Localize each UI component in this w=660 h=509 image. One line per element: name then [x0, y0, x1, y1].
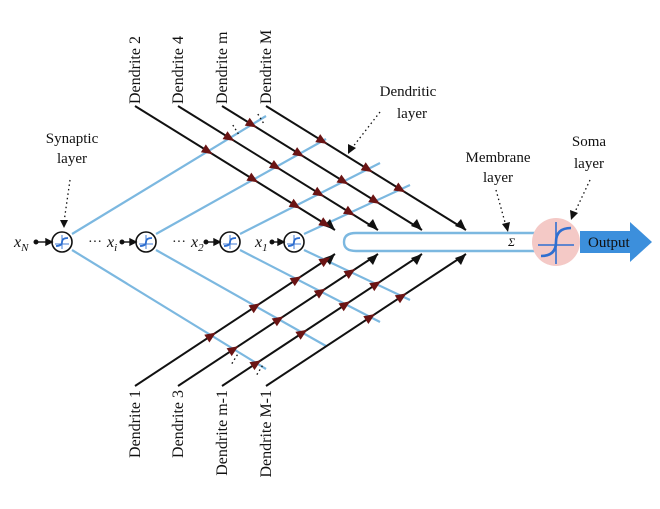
input-arrows	[33, 237, 286, 247]
synapse-marker	[248, 303, 261, 314]
dendritic-layer-label: layer	[397, 106, 427, 122]
synapse-marker	[393, 182, 406, 193]
dendrite-labels-bottom: Dendrite 1 Dendrite 3 Dendrite m-1 Dendr…	[127, 390, 275, 478]
synapse-marker	[269, 160, 281, 170]
soma-layer-label: layer	[574, 156, 604, 172]
synapse-node-x1	[283, 231, 305, 253]
leader-arrowheads	[60, 144, 578, 232]
ellipsis: ···	[88, 235, 102, 250]
synapse-marker	[204, 332, 216, 343]
membrane-layer-label: Membrane	[466, 150, 531, 166]
synapse-marker	[288, 198, 301, 209]
synapse-marker	[295, 329, 308, 340]
dendrite-label: Dendrite m	[214, 31, 231, 104]
synapse-marker	[336, 174, 349, 185]
arrowhead	[411, 219, 422, 230]
synapse-marker	[369, 281, 381, 292]
sigma-symbol: Σ	[507, 235, 515, 249]
soma-layer	[532, 218, 652, 266]
dendritic-layer-label: Dendritic	[380, 84, 437, 100]
arrowhead	[411, 254, 422, 265]
connection-line	[71, 115, 267, 235]
dendrite-label: Dendrite m-1	[214, 390, 231, 476]
synaptic-connections	[71, 115, 411, 370]
dendrite-label: Dendrite 1	[127, 390, 144, 458]
dendrite-label: Dendrite 4	[170, 36, 187, 104]
synaptic-layer-label: Synaptic	[46, 131, 99, 147]
output-arrow	[580, 222, 652, 262]
synapse-marker	[222, 131, 235, 141]
synapse-marker	[368, 194, 380, 204]
connection-line	[155, 249, 327, 347]
synapse-node-xN	[51, 231, 73, 253]
synapse-marker	[312, 186, 325, 197]
membrane-layer	[342, 231, 540, 253]
connection-line	[239, 249, 381, 323]
arrowhead	[367, 219, 378, 230]
synapse-marker	[249, 360, 262, 371]
input-label-x1: x1	[254, 234, 268, 254]
arrowhead	[455, 254, 466, 265]
dendrite-labels-top: Dendrite 2 Dendrite 4 Dendrite m Dendrit…	[127, 30, 275, 104]
input-label-xi: xi	[106, 234, 117, 254]
synapse-marker	[271, 316, 284, 327]
connection-line	[303, 184, 411, 235]
synapse-marker	[292, 147, 304, 157]
synapse-marker	[363, 314, 375, 324]
synapse-marker	[315, 134, 328, 144]
membrane-layer-label: layer	[483, 170, 513, 186]
dendrite-label: Dendrite 2	[127, 36, 144, 104]
dendrite-line	[134, 253, 336, 387]
synaptic-layer-label: layer	[57, 151, 87, 167]
synapse-marker	[289, 276, 302, 287]
dendrite-label: Dendrite 3	[170, 390, 187, 458]
connection-line	[303, 249, 411, 301]
synapse-node-xi	[135, 231, 157, 253]
input-labels: xN ··· xi ··· x2 x1	[13, 234, 268, 254]
synapse-marker	[244, 117, 257, 128]
arrowhead	[455, 219, 466, 230]
connection-line	[239, 162, 381, 235]
synapse-node-x2	[219, 231, 241, 253]
synapse-marker	[200, 144, 213, 155]
synapse-marker	[338, 301, 351, 312]
synaptic-nodes	[51, 231, 305, 253]
synapse-marker	[343, 205, 355, 216]
synapse-marker	[226, 346, 239, 357]
arrowhead	[324, 254, 335, 265]
dendrite-arrowheads	[324, 219, 466, 265]
membrane-channel	[342, 231, 540, 253]
synapse-markers	[200, 117, 407, 371]
synapse-marker	[394, 293, 407, 304]
arrowhead	[367, 254, 378, 265]
synapse-marker	[343, 269, 356, 279]
synapse-marker	[313, 288, 326, 299]
output-label: Output	[588, 235, 631, 251]
arrowhead	[324, 219, 335, 230]
synapse-marker	[318, 217, 331, 227]
layer-labels: Synaptic layer Dendritic layer Membrane …	[46, 84, 631, 251]
dendrite-label: Dendrite M	[258, 30, 275, 104]
input-label-xN: xN	[13, 234, 29, 254]
synapse-marker	[360, 162, 373, 173]
synapse-marker	[246, 172, 259, 183]
synapse-marker	[318, 257, 331, 268]
label-leaders	[63, 111, 591, 227]
ellipsis: ···	[172, 235, 186, 250]
soma-layer-label: Soma	[572, 134, 607, 150]
input-label-x2: x2	[190, 234, 204, 254]
dendrite-line	[134, 105, 336, 231]
dendrite-label: Dendrite M-1	[258, 390, 275, 478]
